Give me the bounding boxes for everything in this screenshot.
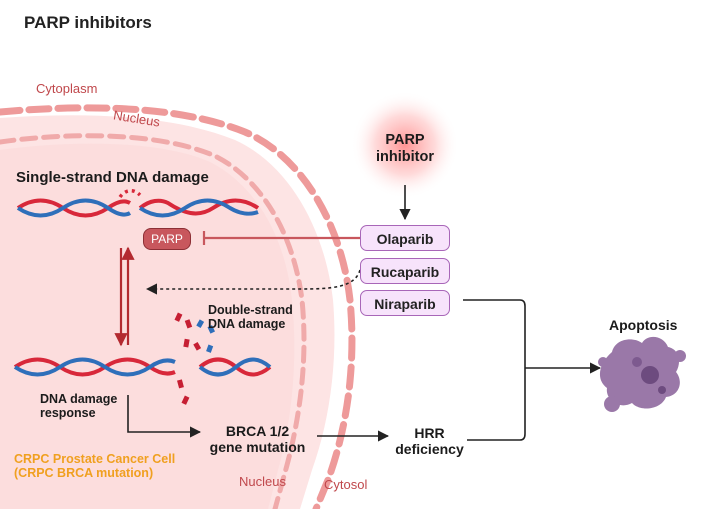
double-strand-line1: Double-strand [208, 303, 293, 317]
inhibition-line [202, 231, 360, 245]
dna-helix-single-strand [16, 188, 260, 218]
parp-inhibitor-line1: PARP [385, 132, 425, 148]
double-strand-line2: DNA damage [208, 317, 286, 332]
dna-fragments [174, 312, 215, 405]
dotted-arrow [145, 269, 361, 295]
hrr-label: HRR deficiency [392, 425, 467, 457]
drug-olaparib: Olaparib [360, 225, 450, 251]
brca-line2: gene mutation [209, 439, 306, 456]
nucleus-region [0, 143, 295, 509]
dna-helix-left [13, 357, 176, 377]
apoptosis-label: Apoptosis [609, 317, 678, 333]
brca-label: BRCA 1/2 gene mutation [200, 423, 315, 455]
page-title: PARP inhibitors [24, 13, 152, 32]
double-strand-label: Double-strand DNA damage [208, 303, 293, 332]
cell-type-line2: (CRPC BRCA mutation) [14, 466, 154, 481]
cytoplasm-label: Cytoplasm [36, 81, 98, 96]
dna-response-line1: DNA damage [40, 392, 118, 406]
cytoplasm-membrane [0, 104, 356, 509]
connector-hrr [467, 368, 526, 441]
connector-niraparib [463, 299, 526, 368]
arrow-response-to-brca [127, 395, 202, 438]
parp-inhibitor-line2: inhibitor [376, 148, 434, 165]
apoptotic-cell-icon [598, 336, 686, 412]
cell-type-line1: CRPC Prostate Cancer Cell [14, 452, 176, 466]
inhibitor-glow [351, 91, 459, 199]
parp-inhibitor-label: PARP inhibitor [365, 132, 445, 165]
dna-response-label: DNA damage response [40, 392, 117, 421]
nucleus-membrane [0, 133, 307, 509]
vertical-double-arrow [114, 246, 135, 347]
nucleus-label-bottom: Nucleus [239, 474, 286, 489]
dna-helix-right [198, 357, 272, 377]
parp-enzyme-label: PARP [143, 228, 191, 250]
cytosol-label: Cytosol [324, 477, 368, 492]
dna-response-line2: response [40, 406, 96, 421]
hrr-line2: deficiency [395, 441, 464, 458]
drug-rucaparib: Rucaparib [360, 258, 450, 284]
cell-type-label: CRPC Prostate Cancer Cell (CRPC BRCA mut… [14, 452, 175, 481]
single-strand-label: Single-strand DNA damage [16, 169, 209, 186]
hrr-line1: HRR [414, 425, 445, 441]
brca-line1: BRCA 1/2 [225, 423, 290, 439]
drug-niraparib: Niraparib [360, 290, 450, 316]
